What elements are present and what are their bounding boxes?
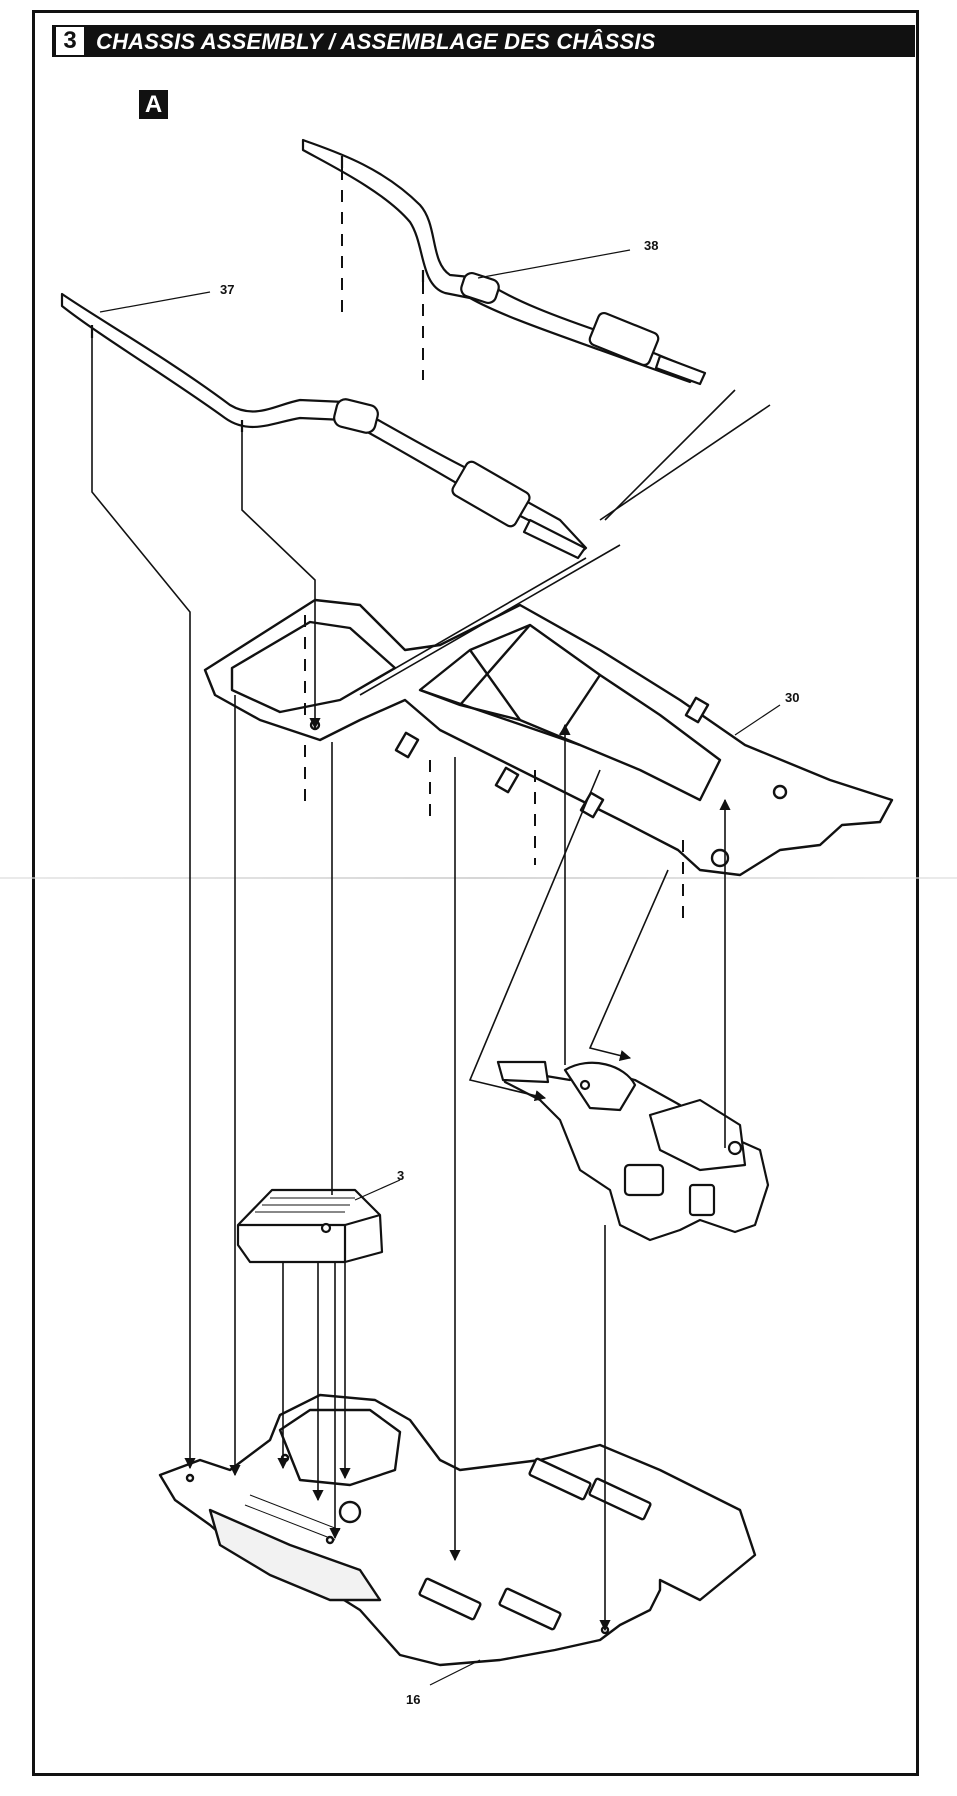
page-frame [32, 10, 919, 1776]
transmission-assembly [496, 1060, 770, 1242]
part-label-30: 30 [785, 690, 799, 705]
substep-badge: A [139, 90, 168, 119]
step-number: 3 [56, 27, 84, 55]
chassis-frame-30 [203, 598, 894, 877]
step-header-bar [52, 25, 915, 57]
part-label-37: 37 [220, 282, 234, 297]
part-label-16: 16 [406, 1692, 420, 1707]
part-label-38: 38 [644, 238, 658, 253]
paper-fold-line [0, 877, 957, 879]
alignment-dashed-lines [304, 168, 684, 920]
exhaust-pipe-37 [60, 292, 588, 560]
part-leader-lines [99, 249, 781, 1686]
step-title: CHASSIS ASSEMBLY / ASSEMBLAGE DES CHÂSSI… [96, 29, 656, 54]
assembly-guide-lines [91, 338, 771, 1632]
part-label-3: 3 [397, 1168, 404, 1183]
floor-pan-16 [158, 1393, 757, 1667]
exhaust-pipe-38 [301, 138, 707, 386]
oil-pan-3 [236, 1188, 384, 1264]
